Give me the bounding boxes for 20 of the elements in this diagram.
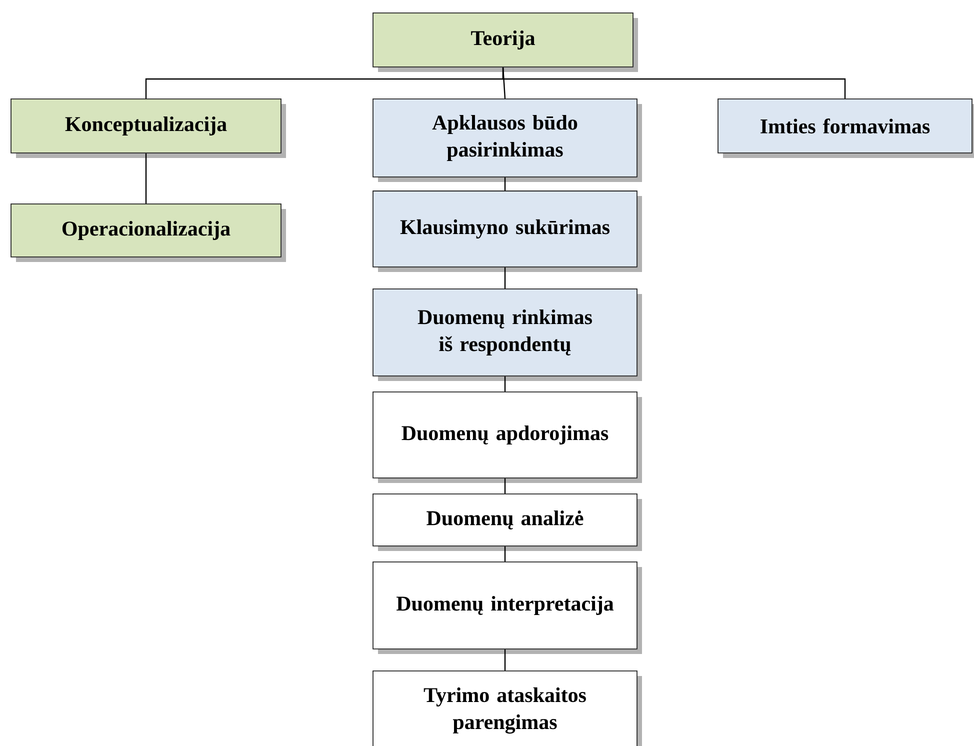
process-box: Operacionalizacija — [10, 204, 286, 262]
process-box: Teorija — [372, 12, 638, 72]
process-box: Duomenų apdorojimas — [372, 392, 642, 483]
connector-line — [145, 153, 147, 204]
process-box: Duomenų analizė — [372, 494, 642, 551]
process-box: Apklausos būdo pasirinkimas — [372, 98, 642, 182]
connector-line — [504, 376, 506, 392]
connector-line — [502, 67, 846, 99]
connector-line — [504, 267, 506, 289]
connector-line — [504, 649, 506, 671]
process-box: Imties formavimas — [718, 98, 974, 158]
process-box: Tyrimo ataskaitos parengimas — [372, 670, 642, 746]
connector-line — [504, 177, 506, 191]
process-box: Duomenų rinkimas iš respondentų — [372, 288, 642, 381]
process-box: Konceptualizacija — [10, 98, 286, 158]
process-box: Klausimyno sukūrimas — [372, 190, 642, 272]
connector-line — [502, 67, 506, 99]
process-box: Duomenų interpretacija — [372, 562, 642, 654]
connector-line — [504, 478, 506, 494]
connector-line — [504, 546, 506, 562]
